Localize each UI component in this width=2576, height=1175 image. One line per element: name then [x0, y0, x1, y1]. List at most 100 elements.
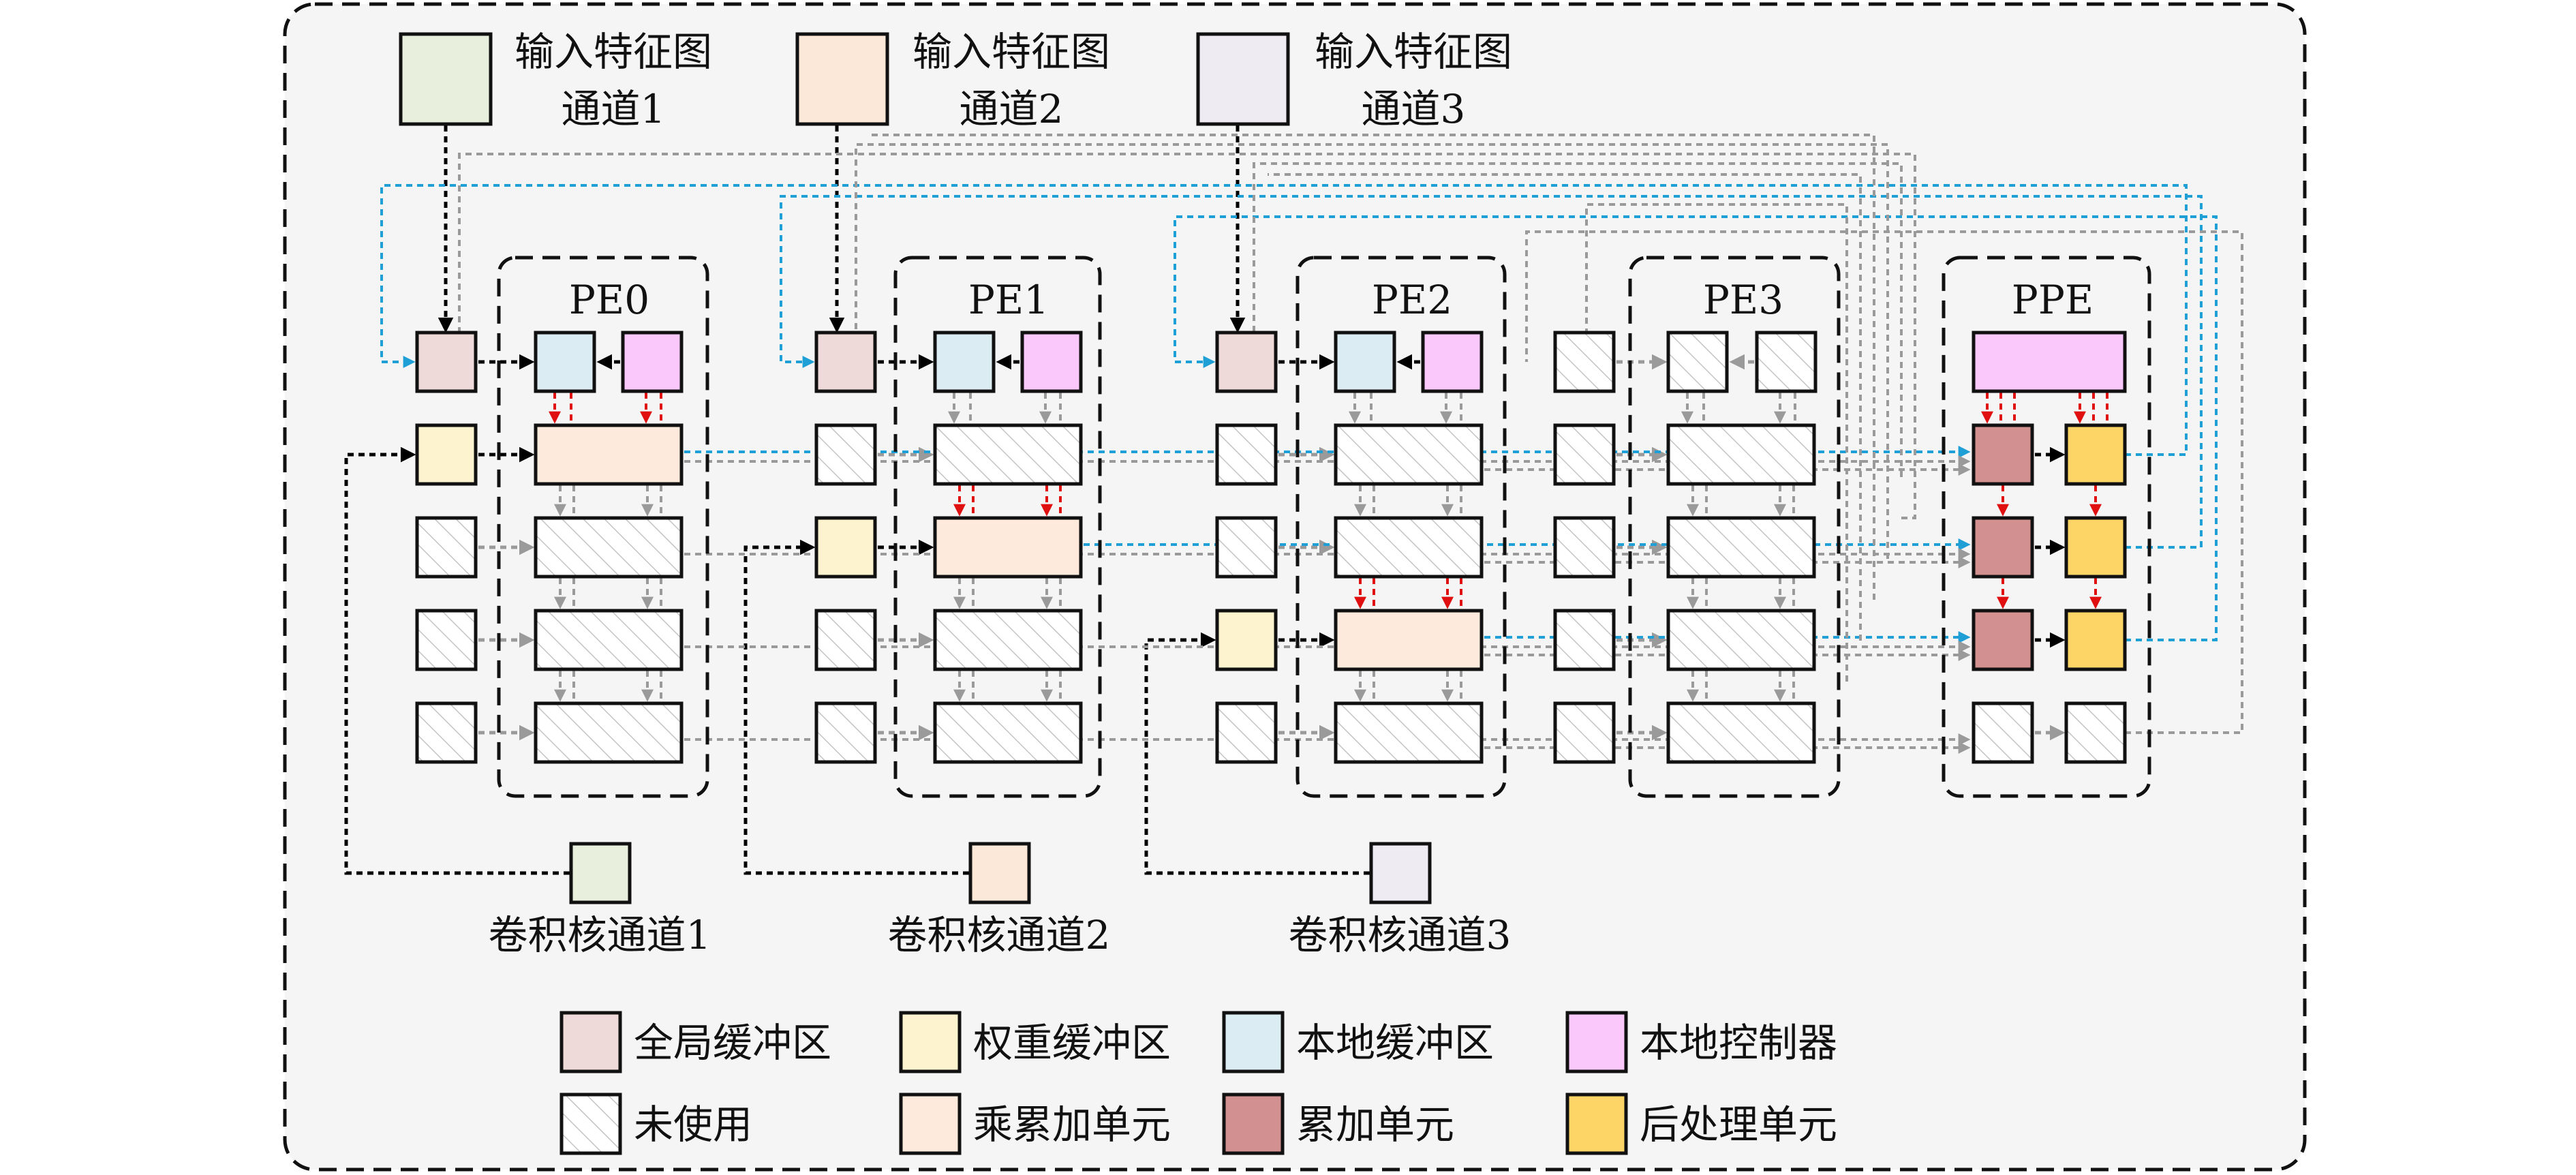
- pe3-frame: [1628, 256, 1841, 798]
- legend-swatch-mac-unit: [899, 1093, 962, 1155]
- pe2-buffer-row3: [1215, 701, 1278, 764]
- pe1-buffer-row1: [814, 516, 877, 579]
- kernel-channel-2-label: 卷积核通道2: [888, 912, 1111, 958]
- pe3-local-controller: [1755, 331, 1818, 393]
- pe2-mac-row3: [1334, 701, 1484, 764]
- ppe-accumulator-row3: [1972, 701, 2034, 764]
- input-feature-map-2-channel: 通道2: [960, 86, 1064, 132]
- pe3-mac-row3: [1666, 701, 1816, 764]
- legend-label-local-controller: 本地控制器: [1640, 1020, 1837, 1066]
- outer-frame: [283, 2, 2307, 1172]
- gray-feedback-6: [1585, 203, 1848, 682]
- legend-swatch-local-buffer: [1222, 1011, 1285, 1073]
- pe1-buffer-row2: [814, 609, 877, 671]
- input-feature-map-2: 输入特征图 通道2: [795, 29, 1110, 132]
- legend-label-local-buffer: 本地缓冲区: [1296, 1020, 1494, 1066]
- kernel-channel-3-label: 卷积核通道3: [1289, 912, 1512, 958]
- pe3-mac-row2: [1666, 609, 1816, 671]
- ppe-feedback-to-gb0: [380, 184, 2188, 456]
- pe1-local-controller: [1020, 331, 1083, 393]
- pe2-buffer-row0: [1215, 423, 1278, 486]
- ppe-frame: [1942, 256, 2151, 798]
- pe3-mac-row1: [1666, 516, 1816, 579]
- ppe-post-process-row0: [2064, 423, 2127, 486]
- pe-frames: [497, 256, 2151, 798]
- pe3-title: PE3: [1703, 277, 1783, 323]
- legend-label-post-process: 后处理单元: [1640, 1101, 1837, 1148]
- input-feature-map-3-title: 输入特征图: [1315, 29, 1512, 75]
- pe0-mac-row1: [534, 516, 684, 579]
- pe3-buffer-row2: [1553, 609, 1616, 671]
- ppe-local-controller: [1972, 331, 2127, 393]
- gray-feedback-5: [1268, 173, 1862, 641]
- legend-swatch-local-controller: [1565, 1011, 1628, 1073]
- legend: 全局缓冲区 权重缓冲区 本地缓冲区 本地控制器 未使用 乘累加单元 累加单元 后…: [559, 1011, 1837, 1155]
- pe2-title: PE2: [1372, 277, 1452, 323]
- pe0-mac-row3: [534, 701, 684, 764]
- pe2-buffer-row1: [1215, 516, 1278, 579]
- legend-label-mac-unit: 乘累加单元: [973, 1101, 1171, 1148]
- ppe-feedback-to-gb1: [780, 195, 2203, 549]
- pe0-local-controller: [621, 331, 684, 393]
- pe0-mac-row2: [534, 609, 684, 671]
- legend-swatch-post-process: [1565, 1093, 1628, 1155]
- input-feature-map-1-box: [399, 32, 493, 126]
- pe1-mac-row0: [933, 423, 1083, 486]
- pe3-buffer-row3: [1553, 701, 1616, 764]
- pe0-frame: [497, 256, 709, 798]
- kernel-channel-3: 卷积核通道3: [1289, 842, 1512, 958]
- pe0-buffer-row3: [415, 701, 478, 764]
- kernel-channel-2-box: [968, 842, 1031, 904]
- legend-swatch-unused: [559, 1093, 622, 1155]
- ppe-accumulator-row0: [1972, 423, 2034, 486]
- pe1-title: PE1: [968, 277, 1049, 323]
- gray-feedback-1: [1253, 162, 1903, 477]
- pe0-buffer-row2: [415, 609, 478, 671]
- input-feature-map-1-title: 输入特征图: [515, 29, 712, 75]
- ppe-accumulator-row1: [1972, 516, 2034, 579]
- legend-label-global-buffer: 全局缓冲区: [634, 1020, 831, 1066]
- pe0-global-buffer: [415, 331, 478, 393]
- pe2-global-buffer: [1215, 331, 1278, 393]
- pe0-local-buffer: [534, 331, 596, 393]
- ppe-accumulator-row2: [1972, 609, 2034, 671]
- pe3-buffer-row1: [1553, 516, 1616, 579]
- pe3-buffer-row0: [1553, 423, 1616, 486]
- legend-swatch-accumulator: [1222, 1093, 1285, 1155]
- pe0-mac-row0: [534, 423, 684, 486]
- ppe-post-process-row2: [2064, 609, 2127, 671]
- kernel3-to-wb2: [1144, 632, 1370, 875]
- input-feature-map-3: 输入特征图 通道3: [1196, 29, 1512, 132]
- pe2-mac-row2: [1334, 609, 1484, 671]
- gray-feedback-4: [870, 134, 1875, 600]
- gray-feedback-0: [1525, 230, 2243, 734]
- unit-boxes: [415, 331, 2127, 764]
- pe1-mac-row2: [933, 609, 1083, 671]
- input-feature-map-2-box: [795, 32, 889, 126]
- pe3-mac-row0: [1666, 423, 1816, 486]
- pe3-global-buffer: [1553, 331, 1616, 393]
- kernel-channel-2: 卷积核通道2: [888, 842, 1111, 958]
- legend-label-weight-buffer: 权重缓冲区: [973, 1020, 1171, 1066]
- pe2-buffer-row2: [1215, 609, 1278, 671]
- ppe-post-process-row1: [2064, 516, 2127, 579]
- input-feature-map-1: 输入特征图 通道1: [399, 29, 712, 132]
- kernel-channel-1-label: 卷积核通道1: [489, 912, 711, 958]
- pe1-mac-row1: [933, 516, 1083, 579]
- gray-feedback-3: [855, 143, 1889, 559]
- pe0-title: PE0: [569, 277, 649, 323]
- kernel1-to-wb0: [344, 446, 570, 875]
- legend-label-accumulator: 累加单元: [1296, 1101, 1454, 1148]
- pe0-buffer-row0: [415, 423, 478, 486]
- input-feature-map-1-channel: 通道1: [562, 86, 666, 132]
- pe2-mac-row1: [1334, 516, 1484, 579]
- pe2-frame: [1295, 256, 1507, 798]
- legend-swatch-weight-buffer: [899, 1011, 962, 1073]
- input-feature-map-3-box: [1196, 32, 1290, 126]
- kernel-channel-1-box: [569, 842, 632, 904]
- pe1-global-buffer: [814, 331, 877, 393]
- pe0-buffer-row1: [415, 516, 478, 579]
- kernel-channel-3-box: [1369, 842, 1432, 904]
- pe1-frame: [893, 256, 1102, 798]
